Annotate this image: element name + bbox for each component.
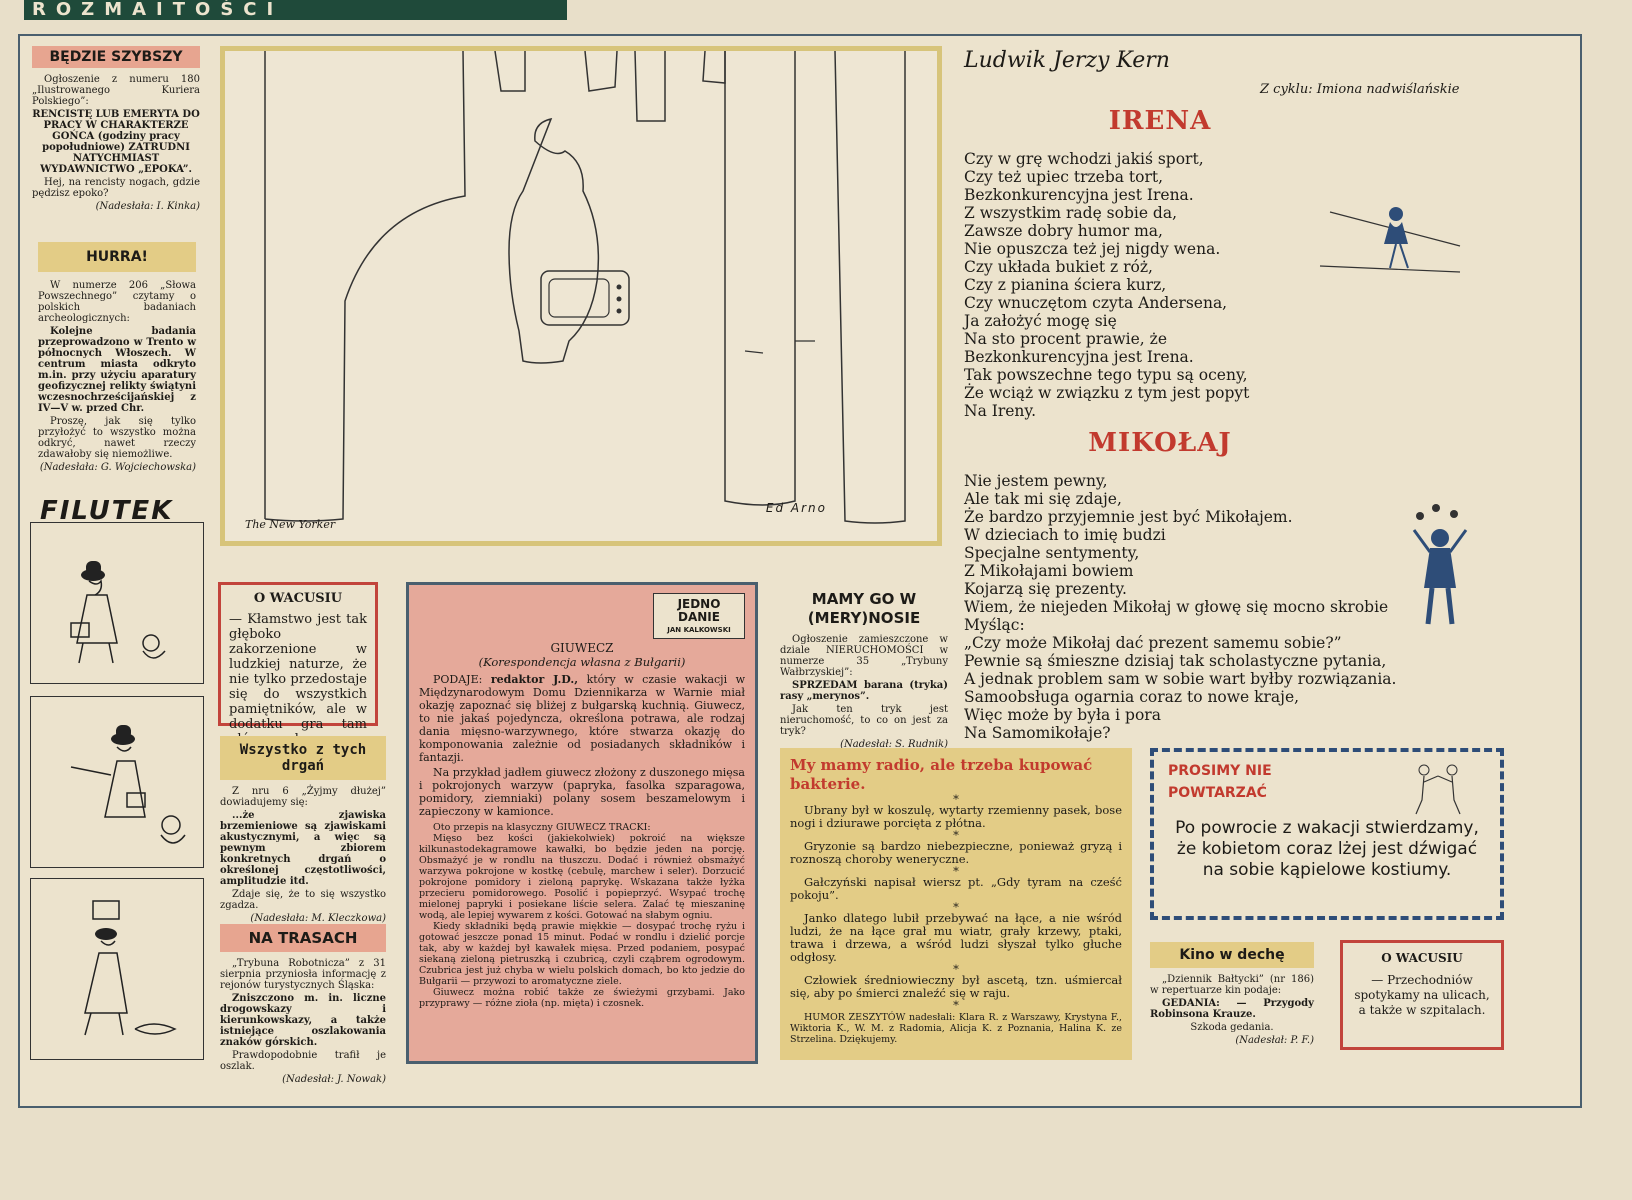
- recipe-step-1: Mięso bez kości (jakiekolwiek) pokroić n…: [419, 833, 745, 921]
- cartoon-caption: The New Yorker: [245, 518, 336, 531]
- jedno-danie-logo: JEDNO DANIE JAN KALKOWSKI: [653, 593, 745, 639]
- recipe-step-2: Kiedy składniki będą prawie miękkie — do…: [419, 921, 745, 987]
- article-comment: Szkoda gedania.: [1190, 1022, 1274, 1033]
- article-paragraph-1: który w czasie wakacji w Międzynarodowym…: [419, 673, 746, 764]
- item-separator-star: *: [953, 828, 959, 842]
- article-giuwecz: JEDNO DANIE JAN KALKOWSKI GIUWECZ (Kores…: [406, 582, 758, 1064]
- article-title: PROSIMY NIE POWTARZAĆ: [1168, 760, 1486, 804]
- article-subtitle: (Korespondencja własna z Bułgarii): [478, 655, 686, 669]
- article-text: Po powrocie z wakacji stwierdzamy, że ko…: [1175, 818, 1479, 880]
- recipe-step-3: Giuwecz można robić także ze świeżymi gr…: [419, 987, 745, 1009]
- comic-panel-3: [30, 878, 204, 1060]
- article-quote: SPRZEDAM barana (tryka) rasy „merynos”.: [780, 680, 948, 702]
- article-intro: Ogłoszenie zamieszczone w dziale NIERUCH…: [780, 634, 948, 678]
- article-title: NA TRASACH: [220, 924, 386, 952]
- filutek-figure-icon: [84, 900, 177, 1036]
- article-text: — Przechodniów spotykamy na ulicach, a t…: [1354, 973, 1490, 1017]
- poem-mikolaj: Nie jestem pewny, Ale tak mi się zdaje, …: [964, 472, 1397, 742]
- title-line-1: PROSIMY NIE: [1168, 763, 1272, 779]
- article-title: O WACUSIU: [253, 591, 343, 606]
- item-separator-star: *: [953, 864, 959, 878]
- tightrope-walker-icon: [1310, 186, 1480, 286]
- article-title: Kino w dechę: [1150, 942, 1314, 968]
- masthead: ROZMAITOŚCI: [24, 0, 567, 20]
- item-separator-star: *: [953, 962, 959, 976]
- item-separator-star: *: [953, 792, 959, 806]
- article-credit: (Nadesłała: M. Kleczkowa): [250, 913, 386, 924]
- article-title: O WACUSIU: [1381, 951, 1463, 965]
- juggler-icon: [1400, 504, 1480, 634]
- poem-cycle: Z cyklu: Imiona nadwiślańskie: [1260, 82, 1460, 97]
- article-quote: Kolejne badania przeprowadzono w Trento …: [38, 326, 196, 414]
- article-quote: RENCISTĘ LUB EMERYTA DO PRACY W CHARAKTE…: [32, 109, 200, 175]
- article-paragraph-2: Na przykład jadłem giuwecz złożony z dus…: [419, 766, 745, 818]
- poem-irena: Czy w grę wchodzi jakiś sport, Czy też u…: [964, 150, 1250, 420]
- article-comment: Zdaje się, że to się wszystko zgadza.: [220, 889, 386, 911]
- article-title: Wszystko z tych drgań: [220, 736, 386, 780]
- article-quote: Zniszczono m. in. liczne drogowskazy i k…: [220, 993, 386, 1048]
- recipe-intro: Oto przepis na klasyczny GIUWECZ TRACKI:: [433, 822, 651, 833]
- article-footer: HUMOR ZESZYTÓW nadesłali: Klara R. z War…: [790, 1012, 1122, 1045]
- article-humor-zeszytow: My mamy radio, ale trzeba kupować bakter…: [780, 748, 1132, 1060]
- article-kino-w-deche: Kino w dechę „Dziennik Bałtycki” (nr 186…: [1150, 942, 1314, 1046]
- article-title: MAMY GO W (MERY)NOSIE: [807, 590, 921, 627]
- article-comment: Jak ten tryk jest nieruchomość, to co on…: [780, 704, 948, 737]
- filutek-figure-icon: [70, 561, 166, 664]
- article-text: — Kłamstwo jest tak głęboko zakorzenione…: [229, 612, 367, 747]
- humor-item: Ubrany był w koszulę, wytarty rzemienny …: [790, 803, 1122, 830]
- poem-title-mikolaj: MIKOŁAJ: [1088, 428, 1232, 458]
- article-title: GIUWECZ: [550, 641, 614, 655]
- item-separator-star: *: [953, 998, 959, 1012]
- article-quote: ...że zjawiska brzemieniowe są zjawiskam…: [220, 810, 386, 887]
- humor-item: Gałczyński napisał wiersz pt. „Gdy tyram…: [790, 875, 1122, 902]
- comic-panel-1: [30, 522, 204, 684]
- item-separator-star: *: [953, 900, 959, 914]
- bear-cartoon-icon: [264, 51, 906, 524]
- article-comment: Hej, na rencisty nogach, gdzie pędzisz e…: [32, 177, 200, 199]
- article-title: BĘDZIE SZYBSZY: [32, 46, 200, 68]
- article-intro: Z nru 6 „Żyjmy dłużej” dowiadujemy się:: [220, 786, 386, 808]
- article-title: HURRA!: [38, 242, 196, 272]
- article-lead: PODAJE:: [433, 673, 491, 686]
- article-prosimy-nie-powtarzac: PROSIMY NIE POWTARZAĆ Po powrocie z waka…: [1150, 748, 1504, 920]
- newspaper-page: BĘDZIE SZYBSZY Ogłoszenie z numeru 180 „…: [18, 34, 1582, 1108]
- article-intro: W numerze 206 „Słowa Powszechnego” czyta…: [38, 280, 196, 324]
- article-o-wacusiu-2: O WACUSIU — Przechodniów spotykamy na ul…: [1340, 940, 1504, 1050]
- article-credit: (Nadesłał: S. Rudnik): [840, 739, 948, 750]
- humor-item: Gryzonie są bardzo niebezpieczne, poniew…: [790, 839, 1122, 866]
- cartoon-signature: Ed Arno: [765, 501, 827, 515]
- logo-line-1: JEDNO: [677, 597, 721, 611]
- article-bedzie-szybszy: BĘDZIE SZYBSZY Ogłoszenie z numeru 180 „…: [32, 46, 200, 212]
- logo-author: JAN KALKOWSKI: [667, 626, 731, 634]
- article-comment: Prawdopodobnie trafił je oszlak.: [220, 1050, 386, 1072]
- title-line-2: POWTARZAĆ: [1168, 785, 1267, 801]
- article-comment: Proszę, jak się tylko przyłożyć to wszys…: [38, 416, 196, 460]
- article-credit: (Nadesłała: I. Kinka): [95, 201, 200, 212]
- humor-item: Człowiek średniowieczny był ascetą, tzn.…: [790, 973, 1122, 1000]
- swimmers-icon: [1400, 760, 1480, 820]
- humor-item: Janko dlatego lubił przebywać na łące, a…: [790, 911, 1122, 964]
- cartoon-frame: The New Yorker Ed Arno: [220, 46, 942, 546]
- article-title: My mamy radio, ale trzeba kupować bakter…: [790, 756, 1093, 793]
- logo-line-2: DANIE: [678, 610, 720, 624]
- article-credit: (Nadesłał: P. F.): [1235, 1035, 1314, 1046]
- article-wszystko-z-tych-drgan: Wszystko z tych drgań Z nru 6 „Żyjmy dłu…: [220, 736, 386, 924]
- article-credit: (Nadesłała: G. Wojciechowska): [39, 462, 196, 473]
- article-hurra: HURRA! W numerze 206 „Słowa Powszechnego…: [38, 242, 196, 473]
- article-na-trasach: NA TRASACH „Trybuna Robotnicza” z 31 sie…: [220, 924, 386, 1085]
- comic-title: FILUTEK: [40, 496, 174, 526]
- article-mamy-go-w-merynosie: MAMY GO W (MERY)NOSIE Ogłoszenie zamiesz…: [780, 590, 948, 750]
- article-quote: GEDANIA: — Przygody Robinsona Krauze.: [1150, 998, 1314, 1020]
- article-o-wacusiu: O WACUSIU — Kłamstwo jest tak głęboko za…: [218, 582, 378, 747]
- article-intro: „Trybuna Robotnicza” z 31 sierpnia przyn…: [220, 958, 386, 991]
- article-credit: (Nadesłał: J. Nowak): [282, 1074, 386, 1085]
- comic-panel-2: [30, 696, 204, 868]
- article-intro: Ogłoszenie z numeru 180 „Ilustrowanego K…: [32, 74, 200, 107]
- poem-title-irena: IRENA: [1108, 106, 1212, 136]
- article-intro: „Dziennik Bałtycki” (nr 186) w repertuar…: [1150, 974, 1314, 996]
- filutek-figure-icon: [70, 725, 186, 844]
- article-lead-bold: redaktor J.D.,: [490, 673, 579, 686]
- poem-author: Ludwik Jerzy Kern: [964, 48, 1170, 73]
